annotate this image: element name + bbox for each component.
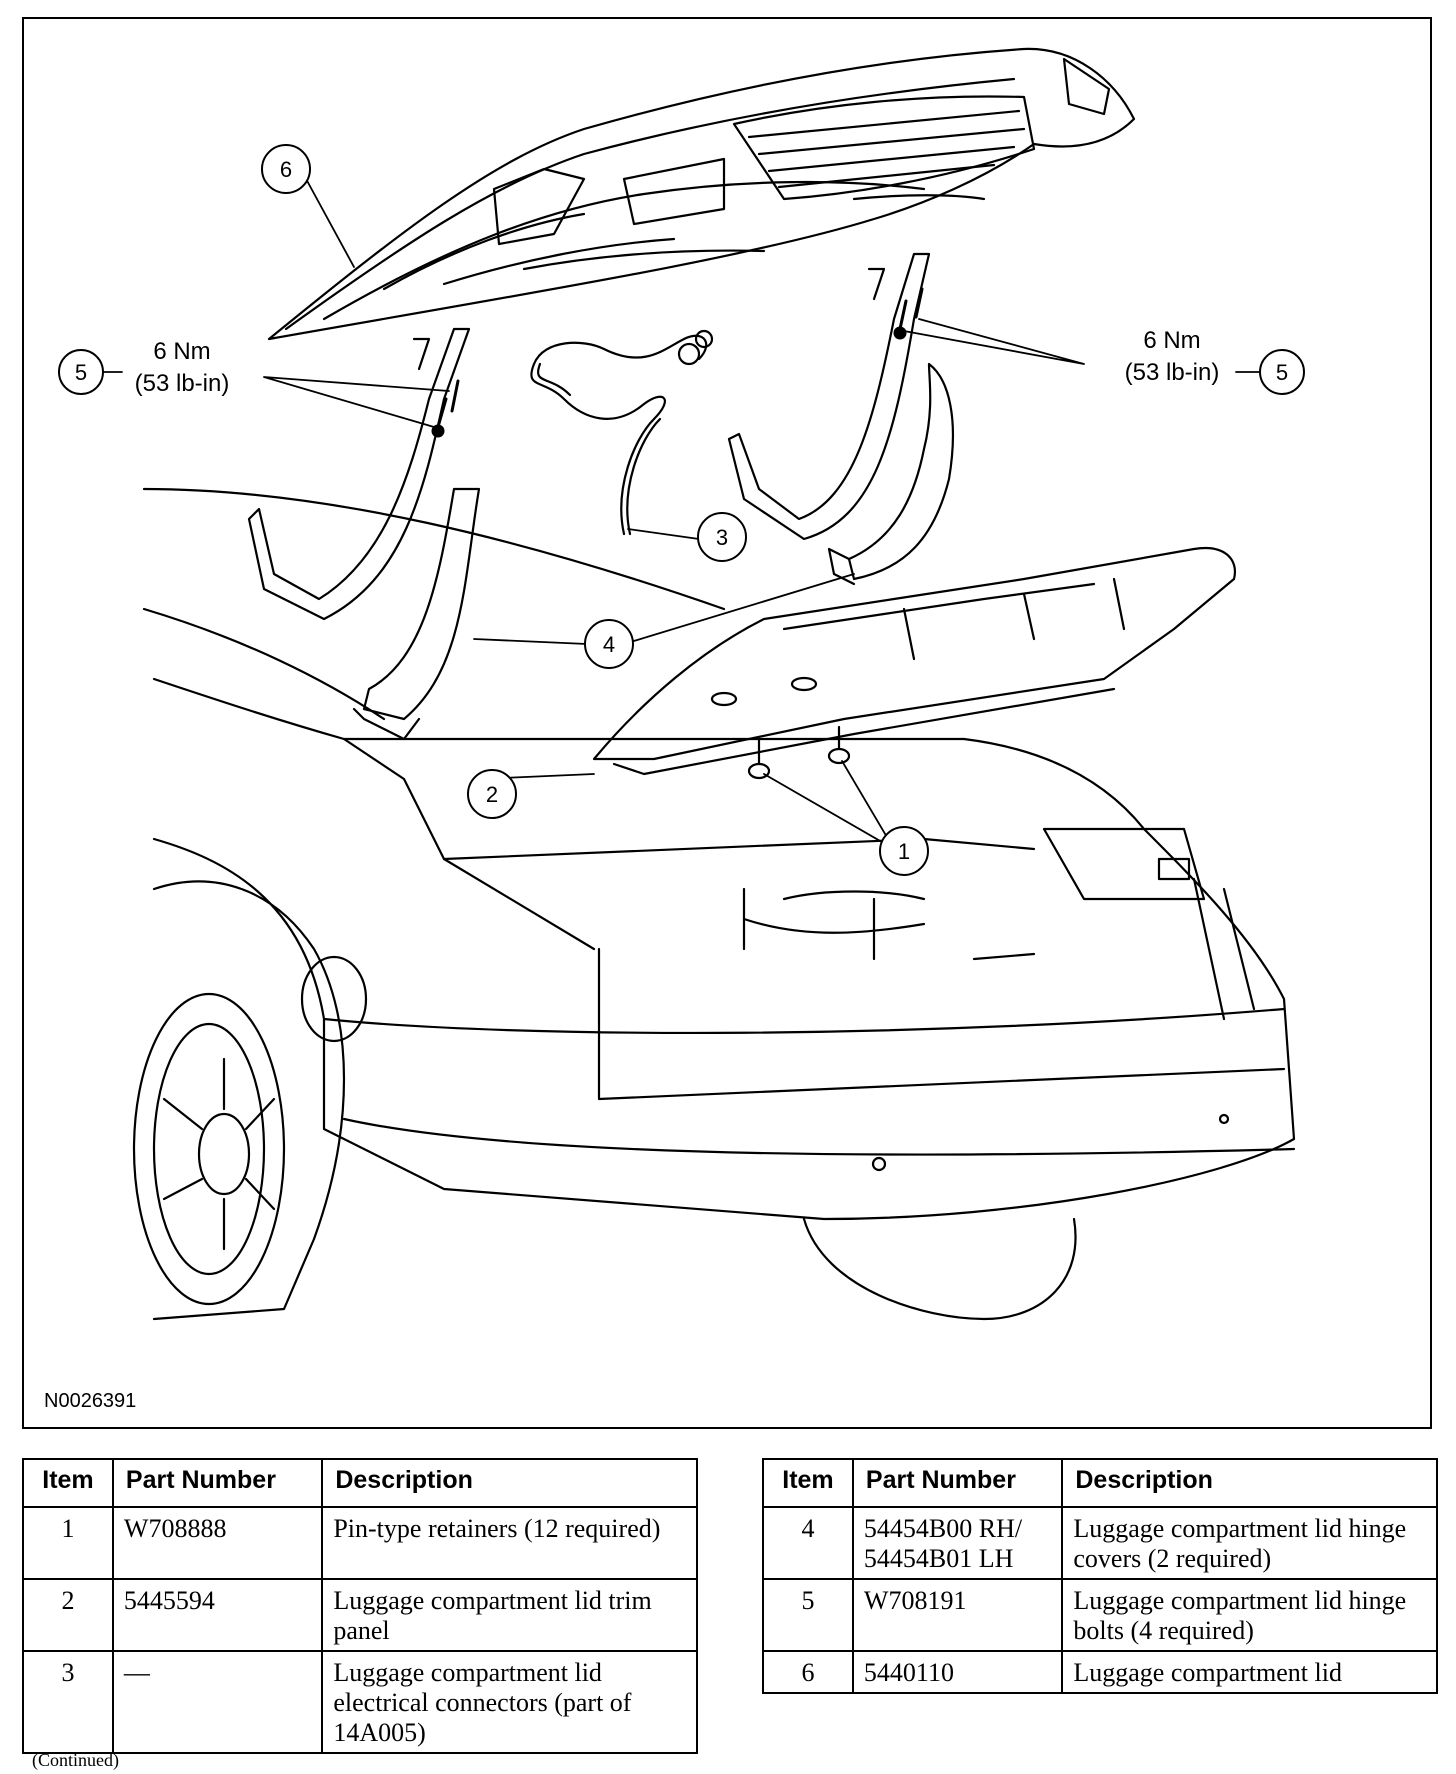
row-item: 4 bbox=[762, 1506, 854, 1580]
header-item: Item bbox=[22, 1458, 114, 1508]
table-row: 3 — Luggage compartment lid electrical c… bbox=[22, 1650, 698, 1754]
callout-4: 4 bbox=[603, 632, 615, 657]
row-item: 2 bbox=[22, 1578, 114, 1652]
header-description: Description bbox=[321, 1458, 698, 1508]
exploded-view-diagram: 6 5 5 3 4 2 1 6 Nm (53 lb-in) 6 Nm (53 l… bbox=[22, 17, 1432, 1429]
row-part-number: 5445594 bbox=[111, 1578, 324, 1652]
table-header-row: Item Part Number Description bbox=[762, 1458, 1438, 1508]
wiring-harness-drawing bbox=[530, 329, 714, 536]
hinge-bolts-drawing bbox=[431, 287, 924, 438]
row-part-number: 54454B00 RH/ 54454B01 LH bbox=[851, 1506, 1064, 1580]
torque-right-line2: (53 lb-in) bbox=[1125, 359, 1220, 386]
row-item: 1 bbox=[22, 1506, 114, 1580]
parts-table-left: Item Part Number Description 1 W708888 P… bbox=[22, 1458, 698, 1754]
row-part-number: 5440110 bbox=[851, 1650, 1064, 1694]
row-description: Luggage compartment lid bbox=[1061, 1650, 1438, 1694]
table-row: 6 5440110 Luggage compartment lid bbox=[762, 1650, 1438, 1694]
row-part-number: W708191 bbox=[851, 1578, 1064, 1652]
vehicle-body-drawing bbox=[132, 487, 1296, 1321]
trim-panel-drawing bbox=[592, 546, 1237, 776]
row-description: Pin-type retainers (12 required) bbox=[321, 1506, 698, 1580]
callout-5-right: 5 bbox=[1276, 360, 1288, 385]
row-item: 6 bbox=[762, 1650, 854, 1694]
continued-note: (Continued) bbox=[32, 1750, 119, 1770]
callout-circles bbox=[58, 144, 1305, 876]
row-part-number: W708888 bbox=[111, 1506, 324, 1580]
table-row: 1 W708888 Pin-type retainers (12 require… bbox=[22, 1506, 698, 1580]
parts-table-right: Item Part Number Description 4 54454B00 … bbox=[762, 1458, 1438, 1694]
diagram-drawing: 6 5 5 3 4 2 1 6 Nm (53 lb-in) 6 Nm (53 l… bbox=[58, 47, 1305, 1321]
torque-right-line1: 6 Nm bbox=[1143, 327, 1200, 354]
header-description: Description bbox=[1061, 1458, 1438, 1508]
row-description: Luggage compartment lid trim panel bbox=[321, 1578, 698, 1652]
row-description: Luggage compartment lid electrical conne… bbox=[321, 1650, 698, 1754]
hinge-covers-drawing bbox=[352, 362, 955, 741]
table-row: 2 5445594 Luggage compartment lid trim p… bbox=[22, 1578, 698, 1652]
header-part-number: Part Number bbox=[111, 1458, 324, 1508]
retainers-drawing bbox=[747, 725, 851, 780]
row-part-number: — bbox=[111, 1650, 324, 1754]
row-item: 3 bbox=[22, 1650, 114, 1754]
callout-2: 2 bbox=[486, 782, 498, 807]
hinge-arms-drawing bbox=[247, 252, 931, 621]
figure-id: N0026391 bbox=[44, 1390, 137, 1412]
row-description: Luggage compartment lid hinge covers (2 … bbox=[1061, 1506, 1438, 1580]
header-part-number: Part Number bbox=[851, 1458, 1064, 1508]
torque-left-line2: (53 lb-in) bbox=[135, 370, 230, 397]
table-header-row: Item Part Number Description bbox=[22, 1458, 698, 1508]
row-item: 5 bbox=[762, 1578, 854, 1652]
callout-5-left: 5 bbox=[75, 360, 87, 385]
table-row: 4 54454B00 RH/ 54454B01 LH Luggage compa… bbox=[762, 1506, 1438, 1580]
table-row: 5 W708191 Luggage compartment lid hinge … bbox=[762, 1578, 1438, 1652]
luggage-lid-drawing bbox=[267, 47, 1136, 341]
callout-3: 3 bbox=[716, 525, 728, 550]
callout-6: 6 bbox=[280, 157, 292, 182]
leader-lines bbox=[94, 176, 1267, 850]
torque-left-line1: 6 Nm bbox=[153, 338, 210, 365]
header-item: Item bbox=[762, 1458, 854, 1508]
callout-1: 1 bbox=[898, 839, 910, 864]
row-description: Luggage compartment lid hinge bolts (4 r… bbox=[1061, 1578, 1438, 1652]
